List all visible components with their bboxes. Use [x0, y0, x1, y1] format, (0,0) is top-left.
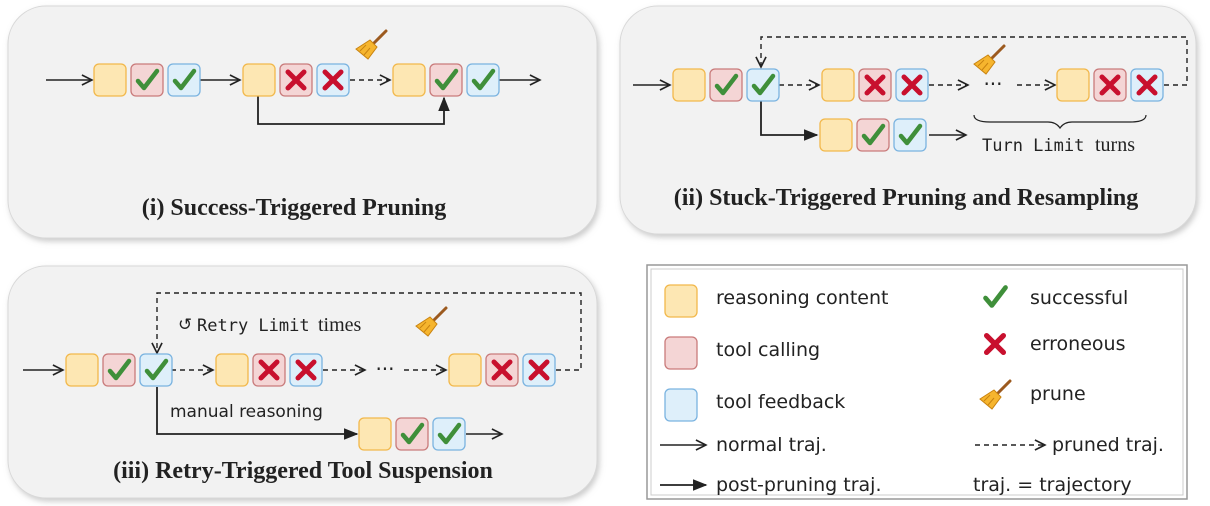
- p2-resample-feedback-check-icon: [898, 123, 923, 146]
- legend-toolcall-swatch: [664, 336, 698, 370]
- p3-step1-feedback-box: [139, 353, 173, 387]
- retry-symbol: ↺: [178, 315, 192, 335]
- p1-step1-feedback-box: [167, 63, 201, 97]
- panel-2-title: (ii) Stuck-Triggered Pruning and Resampl…: [674, 185, 1138, 211]
- retry-limit-suffix: times: [318, 314, 362, 336]
- p1-broom-icon: [355, 29, 388, 60]
- p3-manual-toolcall-box: [395, 417, 429, 451]
- panel-3-ellipsis: ···: [375, 357, 394, 381]
- p3-step1-feedback-check-icon: [144, 358, 169, 381]
- panel-2-ellipsis: ···: [983, 72, 1002, 96]
- legend-postpruning-label: post-pruning traj.: [716, 474, 882, 496]
- p3-manual-reasoning-box: [358, 417, 392, 451]
- turn-limit-suffix: turns: [1095, 134, 1135, 156]
- legend-prune-label: prune: [1030, 383, 1086, 405]
- p2-resample-toolcall-box: [856, 118, 890, 152]
- p3-broom-icon: [415, 306, 448, 337]
- p1-step3-toolcall-box: [429, 63, 463, 97]
- legend-feedback-label: tool feedback: [716, 391, 845, 413]
- legend-check-icon: [983, 285, 1008, 308]
- p1-step2-feedback-cross-icon: [322, 69, 344, 91]
- p2-step3-toolcall-cross-icon: [1099, 74, 1121, 96]
- p2-step1-toolcall-check-icon: [714, 73, 739, 96]
- p3-step3-feedback-cross-icon: [528, 359, 550, 381]
- boxes-layer: [65, 29, 1164, 451]
- p3-step1-reasoning-box: [65, 353, 99, 387]
- legend-cross-icon: [983, 332, 1007, 356]
- p3-step3-toolcall-cross-icon: [491, 359, 513, 381]
- p2-resample-toolcall-check-icon: [861, 123, 886, 146]
- p2-resample-reasoning-box: [819, 118, 853, 152]
- turn-limit-code: Turn Limit: [982, 136, 1084, 156]
- p2-step1-toolcall-box: [709, 68, 743, 102]
- p1-step1-reasoning-box: [93, 63, 127, 97]
- p2-step2-toolcall-cross-icon: [864, 74, 886, 96]
- legend-reasoning-swatch: [664, 284, 698, 318]
- retry-limit-label: ↺ Retry Limit times: [178, 314, 362, 336]
- p2-step3-reasoning-box: [1056, 68, 1090, 102]
- p3-manual-toolcall-check-icon: [400, 422, 425, 445]
- panel-1-title: (i) Success-Triggered Pruning: [142, 195, 446, 221]
- legend-toolcall-label: tool calling: [716, 339, 820, 361]
- p3-step2-feedback-cross-icon: [295, 359, 317, 381]
- p3-step1-toolcall-box: [102, 353, 136, 387]
- p2-resample-feedback-box: [893, 118, 927, 152]
- panel-2-arrows: [633, 36, 1188, 135]
- p1-step3-feedback-check-icon: [471, 68, 496, 91]
- p2-step1-feedback-check-icon: [751, 73, 776, 96]
- manual-reasoning-label: manual reasoning: [170, 402, 323, 422]
- p3-step3-reasoning-box: [448, 353, 482, 387]
- panel-3-title: (iii) Retry-Triggered Tool Suspension: [113, 458, 493, 484]
- turn-limit-label: Turn Limit turns: [982, 134, 1135, 156]
- p3-manual-feedback-box: [432, 417, 466, 451]
- retry-limit-code: Retry Limit: [197, 316, 310, 336]
- p2-step1-feedback-box: [746, 68, 780, 102]
- p1-step2-reasoning-box: [242, 63, 276, 97]
- p2-step3-feedback-cross-icon: [1136, 74, 1158, 96]
- p1-step1-toolcall-check-icon: [135, 68, 160, 91]
- legend-reasoning-label: reasoning content: [716, 287, 888, 309]
- p3-manual-feedback-check-icon: [437, 422, 462, 445]
- p3-step2-reasoning-box: [215, 353, 249, 387]
- legend-feedback-swatch: [664, 388, 698, 422]
- p2-broom-icon: [973, 44, 1006, 75]
- p1-step1-feedback-check-icon: [172, 68, 197, 91]
- p2-step2-feedback-cross-icon: [901, 74, 923, 96]
- legend-pruned-label: pruned traj.: [1052, 434, 1164, 456]
- p2-step1-reasoning-box: [672, 68, 706, 102]
- legend-normal-label: normal traj.: [716, 434, 827, 456]
- p3-step2-toolcall-cross-icon: [258, 359, 280, 381]
- legend-trajdef-label: traj. = trajectory: [973, 474, 1132, 496]
- p1-step3-toolcall-check-icon: [434, 68, 459, 91]
- p1-step2-toolcall-cross-icon: [285, 69, 307, 91]
- p2-step2-reasoning-box: [821, 68, 855, 102]
- p1-step1-toolcall-box: [130, 63, 164, 97]
- p3-step1-toolcall-check-icon: [107, 358, 132, 381]
- p1-step3-feedback-box: [466, 63, 500, 97]
- legend-erroneous-label: erroneous: [1030, 333, 1125, 355]
- legend-broom-icon: [979, 379, 1012, 410]
- legend-successful-label: successful: [1030, 287, 1128, 309]
- p1-step3-reasoning-box: [392, 63, 426, 97]
- legend-arrows: [660, 445, 1045, 491]
- panel-1-arrows: [46, 80, 540, 125]
- legend-box: [646, 264, 1188, 500]
- panel-3-arrows: [23, 292, 582, 434]
